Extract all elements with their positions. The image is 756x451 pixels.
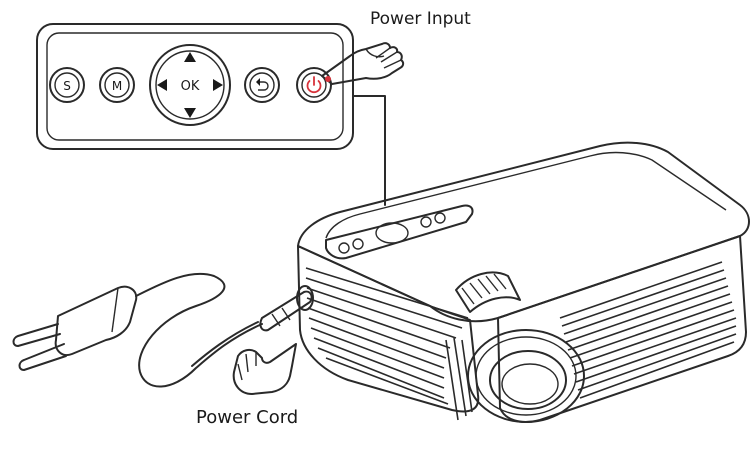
front-vents [305, 267, 469, 405]
down-arrow-icon[interactable] [184, 108, 196, 118]
power-button[interactable] [296, 67, 332, 103]
callout-leader-line [352, 95, 386, 206]
ok-button-label: OK [181, 79, 200, 94]
wall-plug [54, 285, 138, 356]
menu-button[interactable]: M [99, 67, 135, 103]
lens [467, 329, 585, 423]
pointing-hand-icon [232, 343, 297, 395]
power-cord-label: Power Cord [196, 407, 298, 428]
power-icon [306, 76, 322, 94]
projector-side [497, 235, 747, 423]
projector [296, 141, 750, 423]
source-button-label: S [63, 79, 71, 93]
right-arrow-icon[interactable] [213, 79, 223, 91]
control-panel-inner [46, 32, 344, 141]
power-input-label: Power Input [370, 9, 471, 29]
left-arrow-icon[interactable] [157, 79, 167, 91]
control-panel-frame [36, 23, 354, 150]
power-socket [296, 285, 314, 311]
back-button[interactable] [244, 67, 280, 103]
source-button[interactable]: S [49, 67, 85, 103]
control-panel: S M OK [36, 23, 354, 150]
focus-ring [455, 271, 521, 313]
ok-button[interactable]: OK [181, 79, 200, 94]
back-icon [257, 81, 269, 91]
pointing-hand-icon [321, 42, 405, 85]
navigation-pad[interactable]: OK [149, 44, 231, 126]
projector-control-strip [325, 204, 474, 260]
projector-front [297, 245, 480, 413]
menu-button-label: M [112, 79, 122, 93]
power-cord [12, 272, 313, 388]
side-vents [559, 261, 737, 399]
up-arrow-icon[interactable] [184, 52, 196, 62]
projector-top [297, 141, 750, 323]
front-lower-vents [445, 337, 473, 421]
